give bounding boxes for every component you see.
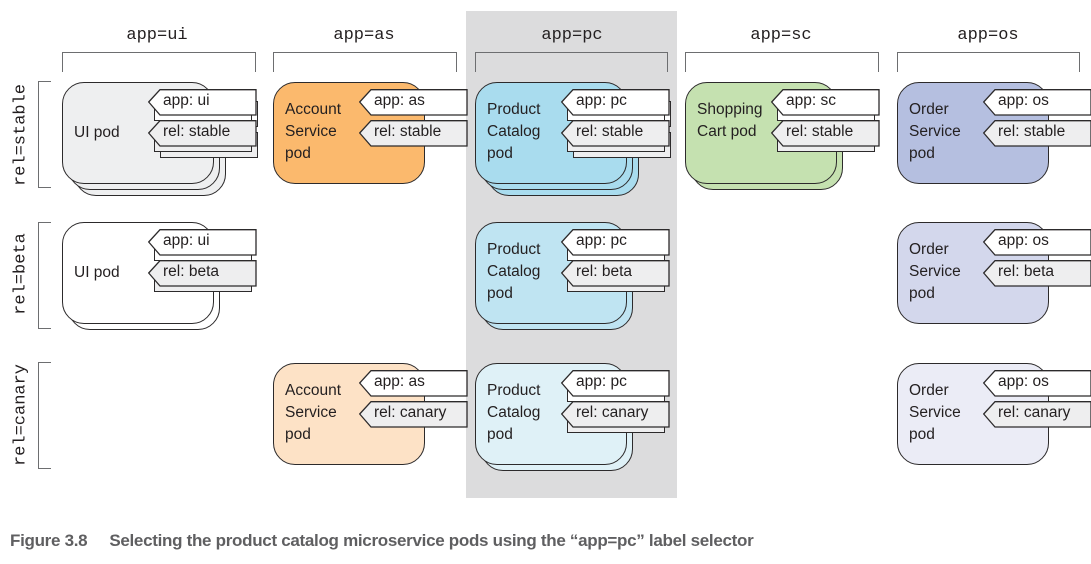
- app-label-tag: app: os: [983, 370, 1091, 397]
- column-label-os: app=os: [957, 26, 1019, 45]
- app-label-tag-text: app: ui: [163, 92, 210, 109]
- app-label-tag: app: sc: [771, 89, 880, 116]
- pod-card[interactable]: Account Service pod app: as rel: stable: [273, 82, 468, 202]
- pod-name: Account Service pod: [285, 101, 342, 162]
- rel-label-tag: rel: canary: [561, 401, 670, 428]
- rel-label-tag: rel: canary: [983, 401, 1091, 428]
- pod-name: Shopping Cart pod: [697, 101, 763, 140]
- row-label-canary: rel=canary: [11, 363, 31, 467]
- pod-name: Order Service pod: [909, 241, 961, 302]
- rel-label-tag: rel: beta: [983, 260, 1091, 287]
- rel-label-tag-text: rel: canary: [576, 404, 649, 421]
- pod-name: Product Catalog pod: [487, 101, 541, 162]
- column-label-sc: app=sc: [750, 26, 812, 45]
- pod-name: UI pod: [74, 264, 120, 281]
- rel-label-tag: rel: beta: [561, 260, 670, 287]
- column-bracket-ui: [62, 52, 256, 72]
- row-bracket-canary: [38, 362, 51, 469]
- rel-label-tag-text: rel: stable: [163, 123, 231, 140]
- app-label-tag-text: app: pc: [576, 373, 627, 390]
- pod-name: Order Service pod: [909, 101, 961, 162]
- pod-card[interactable]: UI pod app: ui rel: stable: [62, 82, 258, 202]
- app-label-tag: app: os: [983, 229, 1091, 256]
- pod-card[interactable]: Order Service pod app: os rel: canary: [897, 363, 1091, 483]
- rel-label-tag: rel: stable: [148, 120, 257, 147]
- row-label-stable: rel=stable: [11, 83, 31, 187]
- rel-label-tag-text: rel: stable: [786, 123, 854, 140]
- app-label-tag-text: app: os: [998, 232, 1049, 249]
- app-label-tag: app: ui: [148, 229, 257, 256]
- app-label-tag: app: pc: [561, 370, 670, 397]
- pod-card[interactable]: Account Service pod app: as rel: canary: [273, 363, 468, 483]
- rel-label-tag-text: rel: beta: [163, 263, 220, 280]
- app-label-tag-text: app: pc: [576, 232, 627, 249]
- column-bracket-sc: [685, 52, 879, 72]
- rel-label-tag: rel: beta: [148, 260, 257, 287]
- app-label-tag-text: app: pc: [576, 92, 627, 109]
- app-label-tag-text: app: ui: [163, 232, 210, 249]
- pod-name: Account Service pod: [285, 382, 342, 443]
- pod-name: Product Catalog pod: [487, 241, 541, 302]
- column-label-pc: app=pc: [541, 26, 603, 45]
- pod-card[interactable]: Order Service pod app: os rel: stable: [897, 82, 1091, 202]
- column-bracket-pc: [475, 52, 668, 72]
- rel-label-tag: rel: stable: [771, 120, 880, 147]
- rel-label-tag: rel: stable: [983, 120, 1091, 147]
- row-bracket-beta: [38, 222, 51, 329]
- app-label-tag: app: os: [983, 89, 1091, 116]
- app-label-tag-text: app: os: [998, 92, 1049, 109]
- pod-card[interactable]: Product Catalog pod app: pc rel: beta: [475, 222, 670, 342]
- app-label-tag: app: ui: [148, 89, 257, 116]
- rel-label-tag-text: rel: canary: [998, 404, 1071, 421]
- figure-caption-text: Selecting the product catalog microservi…: [109, 531, 754, 550]
- pod-card[interactable]: Product Catalog pod app: pc rel: canary: [475, 363, 670, 483]
- pod-name: Product Catalog pod: [487, 382, 541, 443]
- app-label-tag: app: as: [359, 370, 468, 397]
- rel-label-tag: rel: canary: [359, 401, 468, 428]
- rel-label-tag-text: rel: stable: [576, 123, 644, 140]
- rel-label-tag: rel: stable: [359, 120, 468, 147]
- pod-card[interactable]: UI pod app: ui rel: beta: [62, 222, 257, 342]
- pod-card[interactable]: Product Catalog pod app: pc rel: stable: [475, 82, 671, 202]
- rel-label-tag-text: rel: beta: [998, 263, 1055, 280]
- rel-label-tag-text: rel: canary: [374, 404, 447, 421]
- app-label-tag-text: app: as: [374, 373, 425, 390]
- pod-card[interactable]: Order Service pod app: os rel: beta: [897, 222, 1091, 342]
- pod-name: Order Service pod: [909, 382, 961, 443]
- column-label-as: app=as: [333, 26, 395, 45]
- app-label-tag: app: pc: [561, 89, 670, 116]
- pod-card[interactable]: Shopping Cart pod app: sc rel: stable: [685, 82, 880, 202]
- pod-name: UI pod: [74, 124, 120, 141]
- figure-caption: Figure 3.8 Selecting the product catalog …: [10, 531, 754, 551]
- column-bracket-os: [897, 52, 1080, 72]
- column-bracket-as: [273, 52, 457, 72]
- row-label-beta: rel=beta: [11, 233, 31, 315]
- app-label-tag-text: app: as: [374, 92, 425, 109]
- app-label-tag: app: as: [359, 89, 468, 116]
- row-bracket-stable: [38, 81, 51, 188]
- column-label-ui: app=ui: [126, 26, 188, 45]
- rel-label-tag-text: rel: stable: [998, 123, 1066, 140]
- figure-number: Figure 3.8: [10, 531, 88, 550]
- rel-label-tag: rel: stable: [561, 120, 670, 147]
- app-label-tag-text: app: os: [998, 373, 1049, 390]
- rel-label-tag-text: rel: stable: [374, 123, 442, 140]
- rel-label-tag-text: rel: beta: [576, 263, 633, 280]
- app-label-tag: app: pc: [561, 229, 670, 256]
- app-label-tag-text: app: sc: [786, 92, 836, 109]
